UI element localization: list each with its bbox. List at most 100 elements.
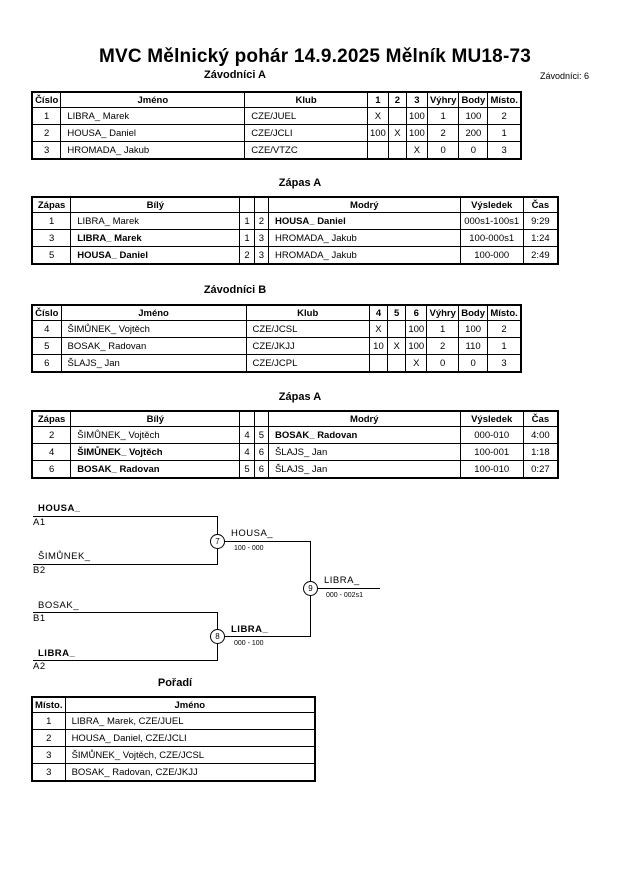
cell: HROMADA_ Jakub [60, 141, 246, 160]
cell: 6 [31, 460, 72, 479]
col-header: Body [458, 91, 489, 108]
cell: 100 [405, 320, 428, 338]
cell: 1 [487, 124, 522, 142]
cell: 3 [253, 246, 269, 265]
table-row: 3 BOSAK_ Radovan, CZE/JKJJ [31, 763, 316, 782]
cell: BOSAK_ Radovan [60, 337, 247, 355]
cell: 5 [239, 460, 255, 479]
col-header: 4 [368, 304, 389, 321]
col-header: Místo. [487, 91, 522, 108]
col-header: Čas [522, 410, 559, 427]
cell: 100 [405, 124, 428, 142]
bracket-entrant-name: BOSAK_ [38, 600, 80, 611]
bracket-line [33, 660, 217, 661]
cell: 1 [31, 107, 62, 125]
bracket-line [225, 636, 310, 637]
cell: CZE/JCLI [244, 124, 368, 142]
cell: 100 [366, 124, 389, 142]
table-row: 2 HOUSA_ Daniel CZE/JCLI 100 X 100 2 200… [31, 124, 522, 142]
bracket-match-number: 7 [210, 534, 225, 549]
bracket-winner-name: LIBRA_ [231, 624, 269, 635]
cell: BOSAK_ Radovan [267, 426, 461, 444]
cell: X [387, 124, 407, 142]
col-header [253, 410, 269, 427]
cell: ŠIMŮNEK_ Vojtěch [70, 426, 241, 444]
cell: 1 [426, 107, 460, 125]
col-header: Výhry [426, 91, 460, 108]
bracket-line [33, 516, 217, 517]
bracket-line [33, 564, 217, 565]
cell: HOUSA_ Daniel, CZE/JCLI [64, 729, 316, 747]
table-row: 1 LIBRA_ Marek CZE/JUEL X 100 1 100 2 [31, 107, 522, 125]
cell: CZE/JKJJ [245, 337, 370, 355]
cell: 110 [458, 337, 489, 355]
col-header: 1 [366, 91, 389, 108]
col-header [239, 410, 255, 427]
col-header: Body [458, 304, 489, 321]
cell: 3 [31, 763, 66, 782]
cell: 0 [426, 141, 460, 160]
cell: 1 [31, 212, 72, 230]
cell: 100 [405, 337, 428, 355]
cell: 2 [31, 729, 66, 747]
cell: ŠIMŮNEK_ Vojtěch [60, 320, 247, 338]
bracket-winner-name: HOUSA_ [231, 528, 274, 539]
cell: 2:49 [522, 246, 559, 265]
cell: 200 [458, 124, 489, 142]
cell: X [366, 107, 389, 125]
table-header-row: Zápas Bílý Modrý Výsledek Čas [31, 196, 559, 213]
col-header: Číslo [31, 304, 62, 321]
bracket-match-result: 000 - 002s1 [326, 592, 363, 599]
bracket-entrant-seed: A2 [33, 661, 46, 672]
cell: 1 [426, 320, 460, 338]
cell: 2 [426, 337, 460, 355]
col-header: Místo. [31, 696, 66, 713]
cell: BOSAK_ Radovan [70, 460, 241, 479]
cell: 2 [31, 124, 62, 142]
cell: X [368, 320, 389, 338]
table-row: 6 BOSAK_ Radovan 5 6 ŠLAJS_ Jan 100-010 … [31, 460, 559, 479]
table-row: 1 LIBRA_ Marek, CZE/JUEL [31, 712, 316, 730]
col-header: 5 [387, 304, 407, 321]
table-row: 4 ŠIMŮNEK_ Vojtěch 4 6 ŠLAJS_ Jan 100-00… [31, 443, 559, 461]
cell [368, 354, 389, 373]
col-header [239, 196, 255, 213]
col-header: Místo. [487, 304, 522, 321]
cell [387, 107, 407, 125]
col-header: Modrý [267, 410, 461, 427]
ranking-heading: Pořadí [157, 677, 193, 689]
col-header: Bílý [70, 196, 241, 213]
cell [387, 320, 407, 338]
col-header: Modrý [267, 196, 461, 213]
cell [366, 141, 389, 160]
bracket-line [225, 541, 310, 542]
cell: LIBRA_ Marek [70, 229, 241, 247]
table-row: 1 LIBRA_ Marek 1 2 HOUSA_ Daniel 000s1-1… [31, 212, 559, 230]
cell: CZE/VTZC [244, 141, 368, 160]
cell: 4 [31, 443, 72, 461]
table-row: 2 HOUSA_ Daniel, CZE/JCLI [31, 729, 316, 747]
cell: 0 [458, 141, 489, 160]
cell: 10 [368, 337, 389, 355]
bracket-entrant-name: LIBRA_ [38, 648, 76, 659]
bracket-entrant-seed: B1 [33, 613, 46, 624]
col-header: Jméno [60, 91, 246, 108]
col-header: Zápas [31, 196, 72, 213]
cell: 4 [31, 320, 62, 338]
cell: CZE/JCPL [245, 354, 370, 373]
table-row: 3 ŠIMŮNEK_ Vojtěch, CZE/JCSL [31, 746, 316, 764]
cell: 6 [253, 443, 269, 461]
col-header: 3 [405, 91, 428, 108]
cell: HOUSA_ Daniel [267, 212, 461, 230]
matches-b-table: Zápas Bílý Modrý Výsledek Čas 2 ŠIMŮNEK_… [31, 410, 559, 479]
cell: 4:00 [522, 426, 559, 444]
cell: 1 [239, 212, 255, 230]
table-row: 6 ŠLAJS_ Jan CZE/JCPL X 0 0 3 [31, 354, 522, 373]
cell: HOUSA_ Daniel [60, 124, 246, 142]
cell: 1:24 [522, 229, 559, 247]
cell: 3 [487, 354, 522, 373]
table-row: 5 BOSAK_ Radovan CZE/JKJJ 10 X 100 2 110… [31, 337, 522, 355]
cell: 100 [458, 320, 489, 338]
cell: HROMADA_ Jakub [267, 246, 461, 265]
ranking-table: Místo. Jméno 1 LIBRA_ Marek, CZE/JUEL 2 … [31, 696, 316, 782]
